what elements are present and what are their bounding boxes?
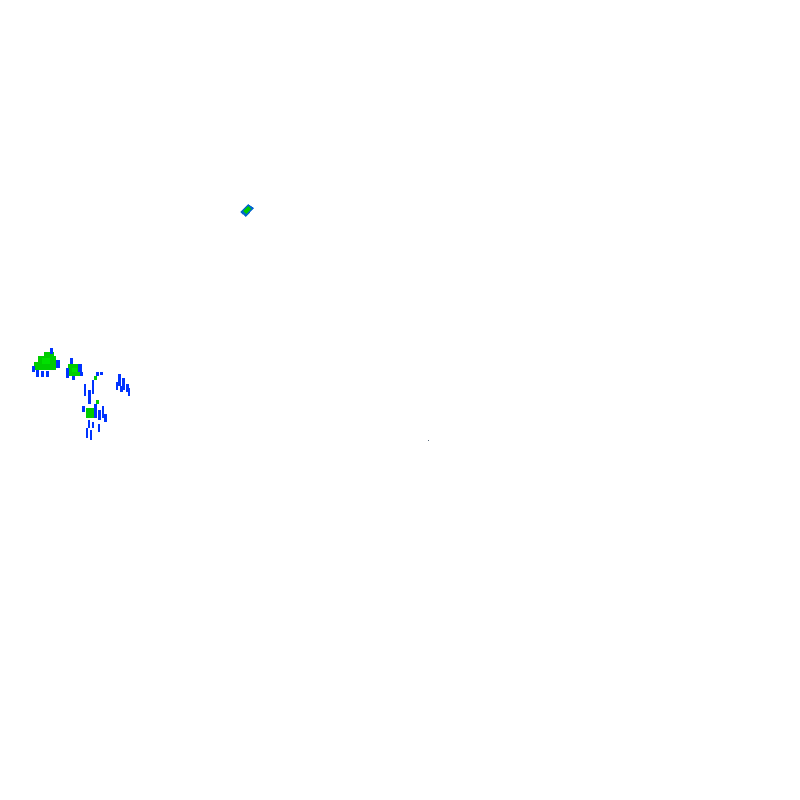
echo-cluster-b <box>66 358 83 380</box>
echo-cluster-d <box>116 374 130 396</box>
echo-cluster-c <box>82 380 107 440</box>
echo-cluster-e <box>240 204 254 217</box>
echo-dot <box>428 440 429 441</box>
echo-cluster-a <box>32 348 60 377</box>
echo-speck-group <box>94 372 103 380</box>
